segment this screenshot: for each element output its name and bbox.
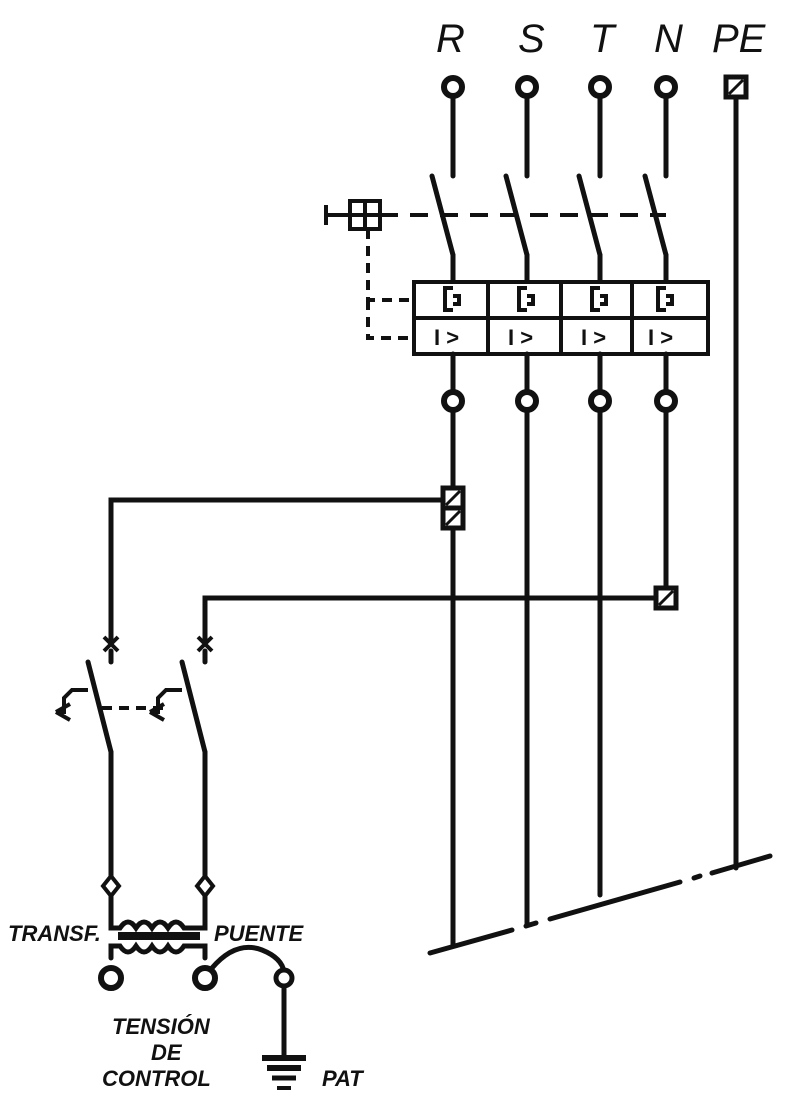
phase-label-pe: PE xyxy=(712,17,767,61)
relay-label-r: I > xyxy=(434,325,459,350)
transformer-label: TRANSF. xyxy=(8,921,101,946)
n-tap-wire xyxy=(202,595,659,643)
relay-label-n: I > xyxy=(648,325,673,350)
earth-terminal xyxy=(273,967,295,1058)
neutral-terminal xyxy=(653,585,679,611)
protection-relay-block: I > I > I > I > xyxy=(412,280,710,356)
phase-label-t: T xyxy=(590,17,617,61)
r-tap-wire xyxy=(108,497,446,643)
relay-label-s: I > xyxy=(508,325,533,350)
r-phase-double-terminal xyxy=(440,485,466,531)
control-breaker xyxy=(55,659,208,881)
transformer-primary-terminals xyxy=(100,872,216,900)
phase-wires-mid xyxy=(450,351,669,395)
bridge-wire xyxy=(209,944,287,975)
phase-label-r: R xyxy=(436,17,465,61)
phase-wires-bottom xyxy=(450,407,669,948)
control-transformer xyxy=(108,893,208,961)
actuator-link-magnetic xyxy=(366,300,414,340)
main-switch-contacts xyxy=(429,173,669,285)
top-terminals xyxy=(441,74,749,100)
phase-label-s: S xyxy=(518,17,545,61)
phase-label-n: N xyxy=(654,17,683,61)
transformer-secondary-terminals xyxy=(98,965,218,991)
control-voltage-label-2: DE xyxy=(151,1040,183,1065)
manual-actuator xyxy=(324,199,382,231)
earth-icon xyxy=(262,1055,306,1090)
bridge-label: PUENTE xyxy=(214,921,305,946)
relay-label-t: I > xyxy=(581,325,606,350)
bottom-terminals xyxy=(441,389,678,413)
control-voltage-label-1: TENSIÓN xyxy=(112,1014,211,1039)
control-fuses xyxy=(102,635,214,665)
bottom-busbar xyxy=(427,853,773,956)
control-voltage-label-3: CONTROL xyxy=(102,1066,211,1091)
earth-label: PAT xyxy=(322,1066,364,1091)
phase-wires-top xyxy=(450,93,739,871)
actuator-link-thermal xyxy=(366,229,414,302)
